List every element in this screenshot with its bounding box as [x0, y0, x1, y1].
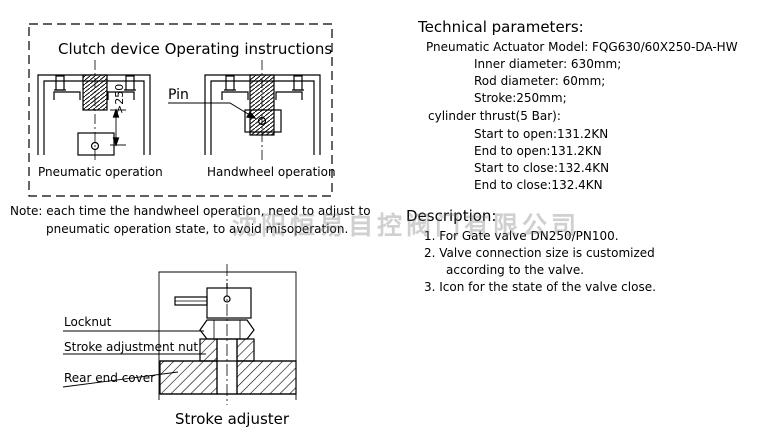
- start-to-open: Start to open:131.2KN: [474, 127, 609, 141]
- pin-label: Pin: [168, 87, 189, 103]
- end-to-close: End to close:132.4KN: [474, 178, 603, 192]
- rod-diameter: Rod diameter: 60mm;: [474, 74, 606, 88]
- rear-end-cover-label: Rear end cover: [64, 371, 156, 385]
- handwheel-operation-label: Handwheel operation: [207, 165, 336, 179]
- description-item-2: 2. Valve connection size is customized: [424, 246, 655, 260]
- technical-heading: Technical parameters:: [418, 18, 584, 36]
- stroke-adjuster-caption: Stroke adjuster: [175, 410, 290, 428]
- stroke-adjustment-nut-label: Stroke adjustment nut: [64, 340, 199, 354]
- end-to-open: End to open:131.2KN: [474, 144, 602, 158]
- locknut-label: Locknut: [64, 315, 112, 329]
- dimension-label: >250: [113, 83, 126, 114]
- cylinder-thrust: cylinder thrust(5 Bar):: [428, 109, 561, 123]
- note-line-2: pneumatic operation state, to avoid miso…: [46, 222, 349, 236]
- description-item-3: 3. Icon for the state of the valve close…: [424, 280, 656, 294]
- note-line-1: Note: each time the handwheel operation,…: [10, 204, 371, 218]
- stroke-adjuster-diagram: [62, 264, 297, 405]
- description-item-2-continued: according to the valve.: [446, 263, 585, 277]
- start-to-close: Start to close:132.4KN: [474, 161, 610, 175]
- description-heading: Description:: [406, 207, 497, 225]
- actuator-model: Pneumatic Actuator Model: FQG630/60X250-…: [426, 40, 738, 54]
- description-item-1: 1. For Gate valve DN250/PN100.: [424, 229, 619, 243]
- handwheel-diagram: [168, 60, 321, 160]
- pneumatic-diagram: [37, 60, 151, 160]
- pneumatic-operation-label: Pneumatic operation: [38, 165, 163, 179]
- inner-diameter: Inner diameter: 630mm;: [474, 57, 622, 71]
- company-watermark: 沈阳恒易自控阀门有限公司: [232, 211, 581, 240]
- stroke-value: Stroke:250mm;: [474, 91, 567, 105]
- clutch-title: Clutch device Operating instructions: [58, 40, 333, 58]
